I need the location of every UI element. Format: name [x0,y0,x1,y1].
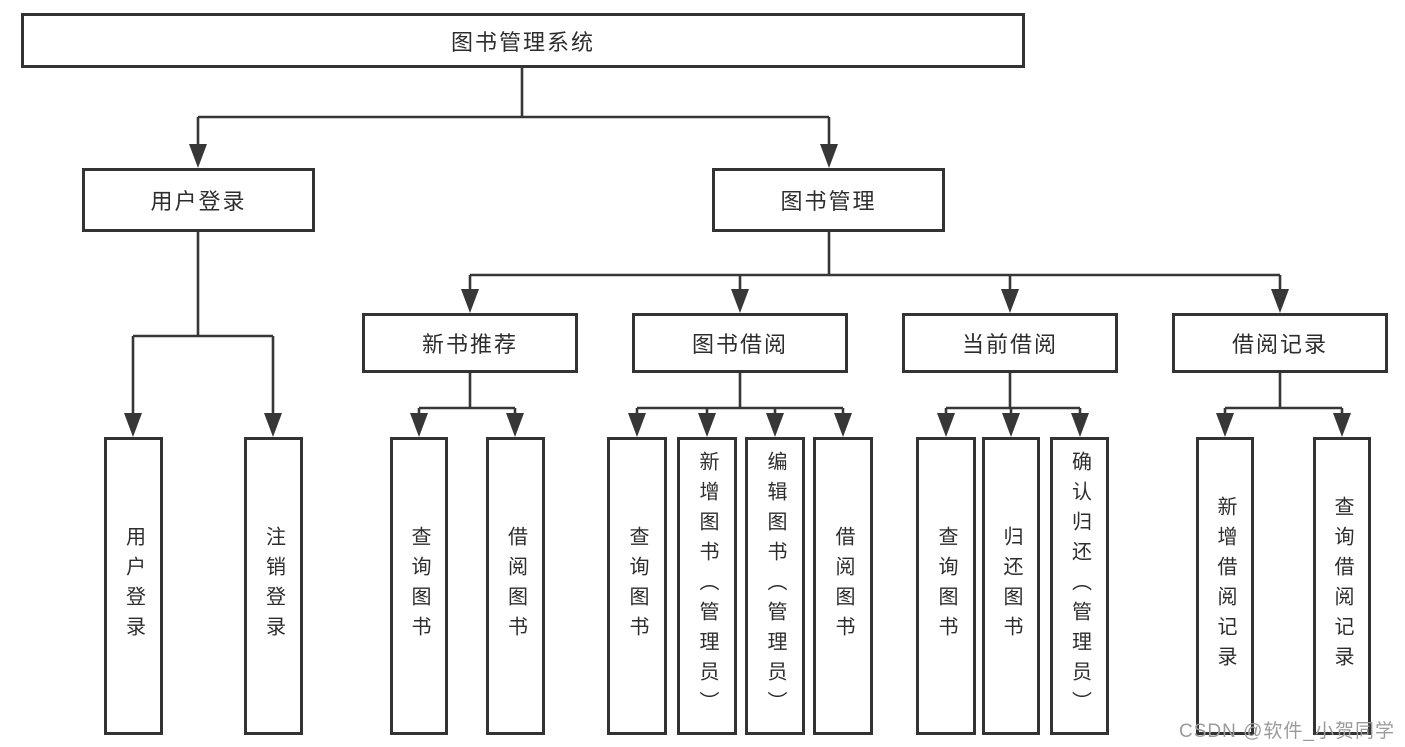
node-user-login-label: 用户登录 [150,189,247,214]
leaf-borrow-add-books-admin: 新增图书（管理员） [677,437,737,735]
leaf-recommend-query-books-label: 查询图书 [408,526,430,646]
leaf-borrow-query-books-label: 查询图书 [626,526,648,646]
leaf-borrow-edit-books-admin-label: 编辑图书（管理员） [764,451,786,721]
node-book-borrowing: 图书借阅 [632,313,848,373]
leaf-recommend-borrow-books-label: 借阅图书 [504,526,527,646]
leaf-recommend-borrow-books: 借阅图书 [486,437,545,735]
leaf-current-query-books: 查询图书 [916,437,976,735]
leaf-borrow-borrow-books-label: 借阅图书 [832,526,854,646]
csdn-watermark: CSDN @软件_小贺同学 [1179,721,1395,742]
node-new-book-recommend-label: 新书推荐 [421,332,518,357]
leaf-borrow-query-books: 查询图书 [607,437,667,735]
leaf-logout-label: 注销登录 [262,526,285,646]
node-library-system-label: 图书管理系统 [450,29,595,55]
node-book-borrowing-label: 图书借阅 [691,332,788,357]
leaf-current-confirm-return-admin-label: 确认归还（管理员） [1068,451,1091,721]
node-library-system: 图书管理系统 [21,13,1025,68]
node-current-borrowing: 当前借阅 [902,313,1118,373]
node-current-borrowing-label: 当前借阅 [961,332,1058,357]
leaf-current-query-books-label: 查询图书 [935,526,957,646]
leaf-borrow-borrow-books: 借阅图书 [813,437,873,735]
node-book-management: 图书管理 [712,168,945,232]
leaf-current-return-books-label: 归还图书 [1000,526,1022,646]
leaf-recommend-query-books: 查询图书 [390,437,448,735]
leaf-logout: 注销登录 [244,437,303,735]
node-borrow-records: 借阅记录 [1172,313,1388,373]
leaf-records-add-record: 新增借阅记录 [1196,437,1254,735]
node-book-management-label: 图书管理 [780,189,877,214]
leaf-records-query-record: 查询借阅记录 [1313,437,1371,735]
leaf-user-login: 用户登录 [104,437,163,735]
leaf-records-query-record-label: 查询借阅记录 [1331,496,1353,676]
leaf-current-confirm-return-admin: 确认归还（管理员） [1050,437,1109,735]
leaf-current-return-books: 归还图书 [982,437,1040,735]
arrowheads [124,144,1351,437]
node-user-login: 用户登录 [82,168,315,232]
node-new-book-recommend: 新书推荐 [362,313,578,373]
leaf-borrow-edit-books-admin: 编辑图书（管理员） [745,437,805,735]
leaf-records-add-record-label: 新增借阅记录 [1214,496,1236,676]
leaf-user-login-label: 用户登录 [122,526,145,646]
node-borrow-records-label: 借阅记录 [1231,332,1328,357]
leaf-borrow-add-books-admin-label: 新增图书（管理员） [696,451,718,721]
